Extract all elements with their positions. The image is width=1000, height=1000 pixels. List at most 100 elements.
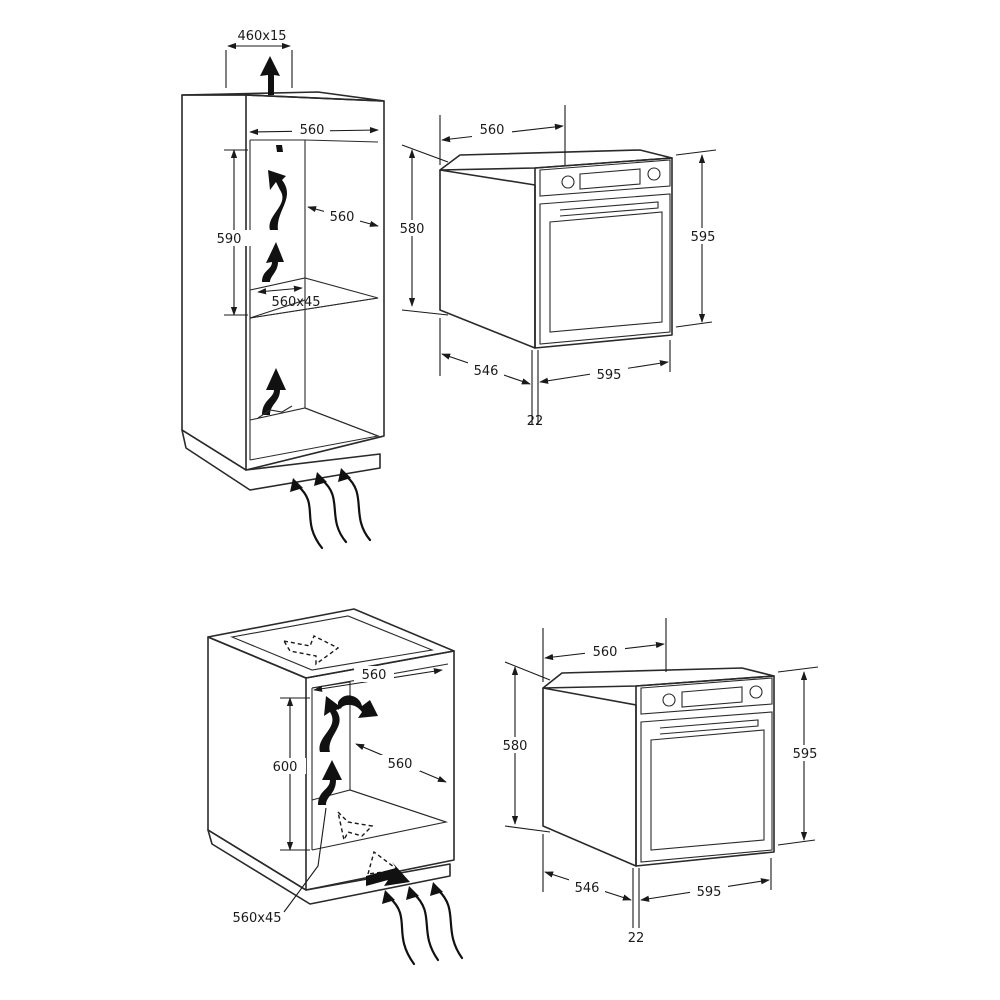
plinth-vent-arrow xyxy=(367,850,400,875)
dim-niche-height-label: 600 xyxy=(273,760,298,775)
dim-door-thickness-label: 22 xyxy=(628,931,645,946)
label-bg xyxy=(684,228,722,244)
lower-niche-floor xyxy=(249,407,381,461)
upper-airflow-arrow-2 xyxy=(268,170,288,230)
oven-front xyxy=(534,157,673,349)
dim-front-height-label: 595 xyxy=(793,747,818,762)
tall-cabinet-side xyxy=(181,94,247,471)
floor-vent-leader xyxy=(283,807,327,913)
dim-body-height-label: 580 xyxy=(503,739,528,754)
oven-handle xyxy=(559,201,659,217)
cooktop-inset xyxy=(230,615,435,671)
label-bg xyxy=(496,737,534,753)
dim-ext xyxy=(675,321,713,328)
dim-top-vent-label: 460x15 xyxy=(237,29,286,44)
cooktop-vent-arrow xyxy=(282,635,340,666)
oven-display xyxy=(579,168,641,190)
oven-door xyxy=(640,711,773,863)
oven-top: 560 580 595 546 595 22 xyxy=(393,105,722,429)
label-bg xyxy=(585,643,625,659)
label-bg xyxy=(266,758,306,774)
under-counter-cabinet: 560 600 560 560x45 xyxy=(207,608,464,966)
dim-ext xyxy=(401,144,449,163)
dim-inner-depth-label: 560 xyxy=(388,757,413,772)
dim-oven-depth-label: 546 xyxy=(575,881,600,896)
dim-front-height-label: 595 xyxy=(691,230,716,245)
oven-bottom: 560 580 595 546 595 22 xyxy=(496,618,824,946)
oven-body-side xyxy=(542,687,637,867)
intake-wave-1 xyxy=(296,484,324,550)
dim-ext xyxy=(401,309,449,316)
intake-arrowhead-2 xyxy=(406,886,419,900)
floor-vent-arrow xyxy=(336,809,374,843)
oven-door xyxy=(539,193,671,345)
dim-ext xyxy=(504,825,551,833)
knob-right xyxy=(647,167,661,181)
dim-ext xyxy=(675,149,717,156)
dim-inner-width-label: 560 xyxy=(300,123,325,138)
oven-front xyxy=(635,675,775,867)
niche-floor xyxy=(311,789,449,851)
label-bg xyxy=(393,220,431,236)
label-bg xyxy=(292,121,330,137)
label-bg xyxy=(226,27,294,43)
dim-shelf-vent-line xyxy=(257,285,303,295)
oven-control-panel xyxy=(640,677,773,715)
oven-control-panel xyxy=(539,159,671,197)
dim-oven-depth-label: 546 xyxy=(474,364,499,379)
oven-window xyxy=(650,729,765,851)
label-bg xyxy=(468,362,504,378)
dim-body-height-label: 580 xyxy=(400,222,425,237)
dim-floor-vent-label: 560x45 xyxy=(232,911,281,926)
dim-ext xyxy=(777,666,819,673)
oven-body-top xyxy=(439,149,673,171)
intake-wave-2 xyxy=(320,478,348,544)
niche-airflow-arrow-2 xyxy=(318,760,342,805)
lower-vent-bracket xyxy=(257,405,293,419)
dim-oven-width-label: 560 xyxy=(480,123,505,138)
label-bg xyxy=(786,745,824,761)
knob-left xyxy=(662,693,676,707)
label-bg xyxy=(324,208,360,224)
oven-display xyxy=(681,686,743,708)
label-bg xyxy=(354,666,394,682)
dim-ext xyxy=(504,661,551,681)
tall-cabinet-plinth xyxy=(181,429,381,491)
dim-front-width-label: 595 xyxy=(697,885,722,900)
tall-cabinet: 460x15 560 590 560 560x45 xyxy=(181,27,385,550)
intake-wave-3 xyxy=(344,474,372,542)
oven-body-side xyxy=(439,169,536,349)
upper-airflow-arrow-3 xyxy=(262,242,284,282)
dim-front-width-label: 595 xyxy=(597,368,622,383)
dim-inner-depth-label: 560 xyxy=(330,210,355,225)
dim-inner-width-label: 560 xyxy=(362,668,387,683)
label-bg xyxy=(472,121,512,137)
dim-door-thickness-label: 22 xyxy=(527,414,544,429)
dim-niche-height-label: 590 xyxy=(217,232,242,247)
label-bg xyxy=(590,366,628,382)
upper-niche-back xyxy=(250,139,379,143)
niche-airflow-arrow-1 xyxy=(319,696,342,752)
knob-left xyxy=(561,175,575,189)
plinth-intake-arrow xyxy=(366,862,410,886)
oven-window xyxy=(549,211,663,333)
shelf-front-edge xyxy=(249,297,379,319)
label-bg xyxy=(569,879,605,895)
label-bg xyxy=(690,883,728,899)
intake-arrowhead-3 xyxy=(430,882,443,896)
oven-handle xyxy=(659,719,759,735)
top-vent-arrow xyxy=(260,56,280,95)
knob-right xyxy=(749,685,763,699)
dim-shelf-vent-label: 560x45 xyxy=(271,295,320,310)
tall-cabinet-front xyxy=(245,94,385,471)
intake-wave-3 xyxy=(436,888,464,960)
label-bg xyxy=(380,755,420,771)
niche-exhaust-arrow xyxy=(338,695,378,718)
intake-wave-2 xyxy=(412,892,440,962)
intake-arrowhead-2 xyxy=(314,472,327,486)
oven-body-top xyxy=(542,667,775,689)
cabinet-plinth xyxy=(207,829,451,905)
dim-ext xyxy=(777,839,816,846)
intake-arrowhead-1 xyxy=(382,890,395,904)
